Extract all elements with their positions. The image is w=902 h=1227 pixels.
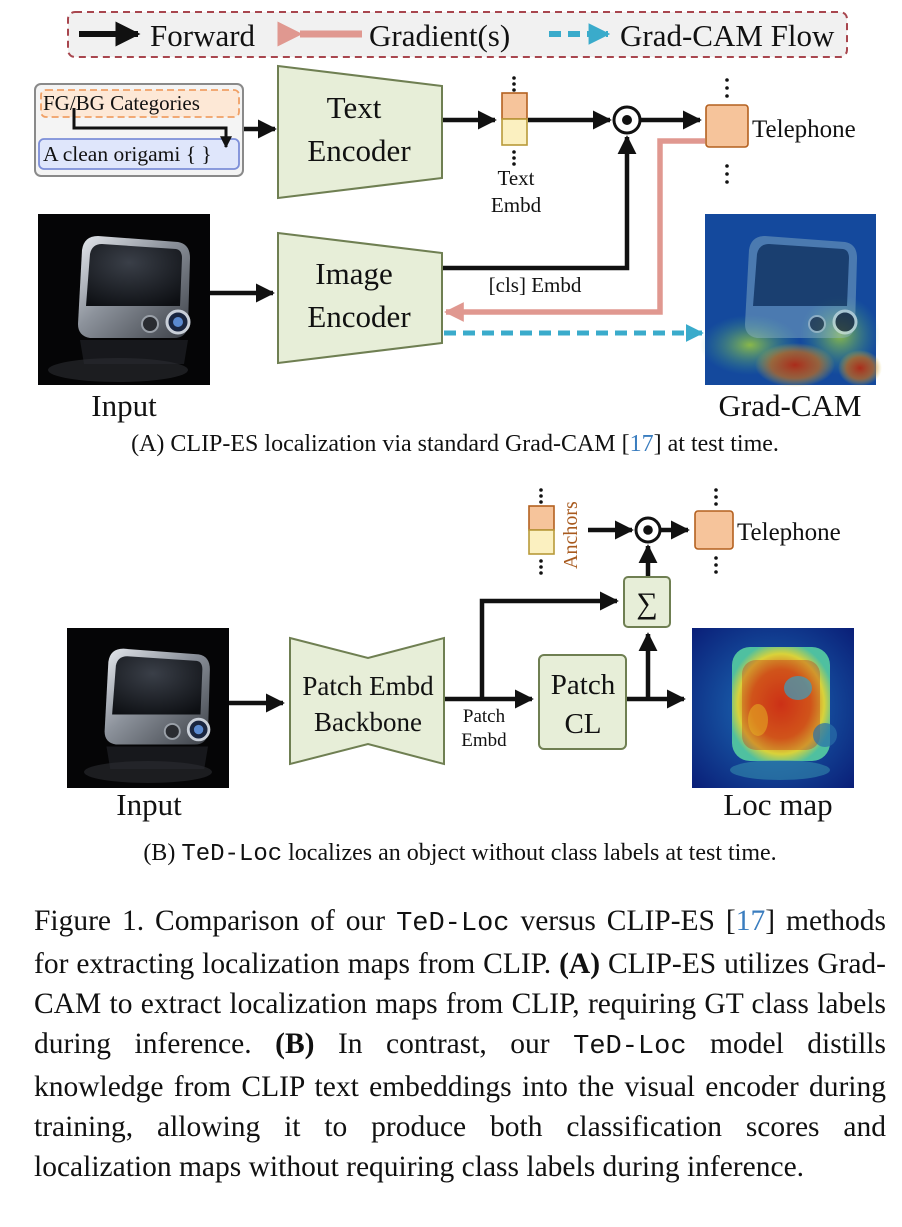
patch-embd-backbone-block — [289, 636, 445, 766]
image-encoder-label-line1: Image — [315, 256, 392, 291]
image-encoder-label-line2: Encoder — [307, 299, 411, 334]
figure-diagram: Forward Gradient(s) Grad-CAM Flow FG/BG … — [34, 11, 882, 868]
gradcam-output-label: Grad-CAM — [719, 388, 862, 423]
backbone-label-line1: Patch Embd — [302, 671, 434, 701]
caption-citation: 17 — [735, 905, 766, 937]
panel-b: Anchors Telephone ∑ — [67, 488, 854, 868]
text-encoder-label-line1: Text — [327, 90, 382, 125]
text-encoder-block — [277, 64, 443, 200]
backbone-label-line2: Backbone — [314, 707, 422, 737]
patch-cl-label-line1: Patch — [551, 669, 616, 701]
legend-gradient-label: Gradient(s) — [369, 18, 510, 53]
category-insert-arrow — [72, 108, 232, 149]
patch-cl-label-line2: CL — [564, 708, 601, 740]
legend-gradcam-label: Grad-CAM Flow — [620, 18, 835, 53]
text-encoder-label-line2: Encoder — [307, 133, 411, 168]
sum-symbol: ∑ — [636, 587, 657, 620]
image-encoder-block — [277, 231, 443, 365]
gradcam-heatmap — [700, 214, 882, 387]
patch-embd-label-line2: Embd — [461, 730, 507, 751]
anchors-label: Anchors — [560, 501, 582, 569]
legend: Forward Gradient(s) Grad-CAM Flow — [67, 11, 848, 58]
sum-block — [623, 576, 671, 628]
panel-a-caption: (A) CLIP-ES localization via standard Gr… — [131, 431, 779, 457]
panel-b-caption-method: TeD-Loc — [181, 841, 282, 868]
caption-method-name-2: TeD-Loc — [573, 1032, 687, 1062]
text-embd-label-line1: Text — [497, 166, 534, 190]
dot-product-operator — [612, 105, 642, 135]
class-score-stack-b — [694, 488, 734, 574]
panel-a: FG/BG Categories A clean origami { } Tex… — [34, 64, 882, 457]
input-label-b: Input — [116, 787, 182, 822]
text-embd-label-line2: Embd — [491, 193, 542, 217]
prompt-template-label: A clean origami { } — [43, 142, 212, 166]
patch-embd-label-line1: Patch — [463, 706, 506, 727]
panel-b-caption: (B) TeD-Loc localizes an object without … — [143, 840, 776, 868]
fg-bg-categories-label: FG/BG Categories — [43, 91, 200, 115]
cls-embd-label: [cls] Embd — [489, 273, 582, 297]
fg-bg-categories-box — [40, 89, 240, 118]
figure-caption: Figure 1. Comparison of our TeD-Loc vers… — [34, 905, 886, 1183]
legend-forward-label: Forward — [150, 18, 256, 53]
loc-map-heatmap — [692, 628, 854, 788]
input-image-b — [67, 628, 229, 788]
prompt-template-box — [38, 138, 240, 170]
loc-map-output-label: Loc map — [723, 787, 832, 822]
patch-cl-block — [538, 654, 627, 750]
class-output-label-a: Telephone — [752, 116, 856, 143]
class-score-stack-a — [705, 78, 749, 184]
text-embedding-stack — [501, 76, 528, 166]
anchor-embedding-stack — [528, 488, 555, 575]
panel-a-caption-ref: 17 — [630, 431, 654, 457]
dot-product-operator-b — [634, 516, 662, 544]
input-label-a: Input — [91, 388, 157, 423]
gradient-backprop-arrow — [444, 138, 705, 322]
arrow-patch-embd-to-sum — [479, 591, 619, 699]
arrow-cls-embd-to-dot — [443, 135, 637, 271]
legend-box — [67, 11, 848, 58]
input-image-a — [38, 214, 210, 385]
class-output-label-b: Telephone — [737, 519, 841, 546]
caption-method-name: TeD-Loc — [396, 909, 510, 939]
